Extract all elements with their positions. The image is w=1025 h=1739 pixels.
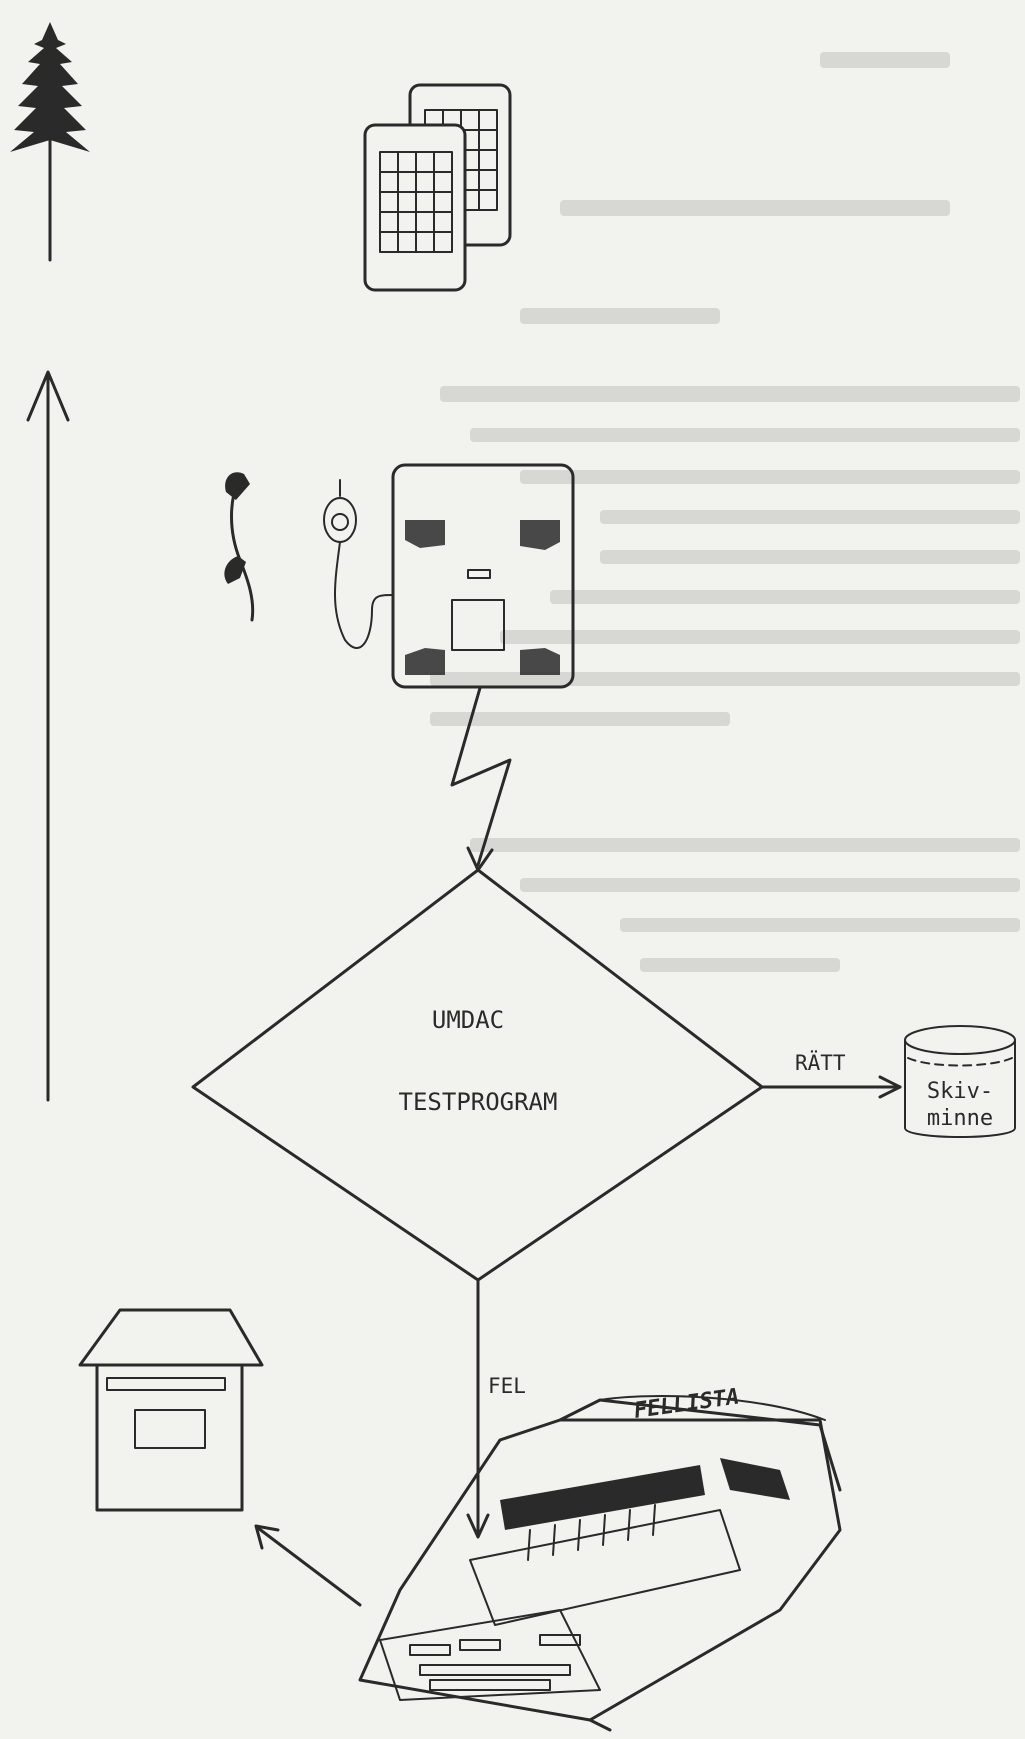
printer-icon: FELLISTA <box>358 1384 842 1732</box>
paper-label: FELLISTA <box>632 1384 740 1424</box>
disk-storage-icon: Skiv- minne <box>904 1025 1016 1138</box>
disk-label-line2: minne <box>927 1106 993 1131</box>
diamond-label-line1: UMDAC <box>432 1006 504 1034</box>
background-show-through-text <box>430 52 1020 972</box>
mailbox-icon <box>78 1308 264 1512</box>
telephone-handset-icon <box>224 472 255 622</box>
diamond-label-line2: TESTPROGRAM <box>399 1088 558 1116</box>
disk-label-line1: Skiv- <box>927 1079 993 1104</box>
forms-stack-icon <box>363 83 512 292</box>
branch-down-label: FEL <box>488 1374 526 1398</box>
modem-coupler-icon <box>323 463 575 689</box>
printer-to-mailbox-arrow <box>254 1524 362 1607</box>
upward-arrow <box>26 370 70 1102</box>
branch-down: FEL <box>466 1278 526 1539</box>
branch-right-label: RÄTT <box>795 1050 846 1075</box>
tree-icon <box>10 22 90 262</box>
svg-text:FELLISTA: FELLISTA <box>632 1384 740 1424</box>
branch-right: RÄTT <box>760 1050 902 1099</box>
